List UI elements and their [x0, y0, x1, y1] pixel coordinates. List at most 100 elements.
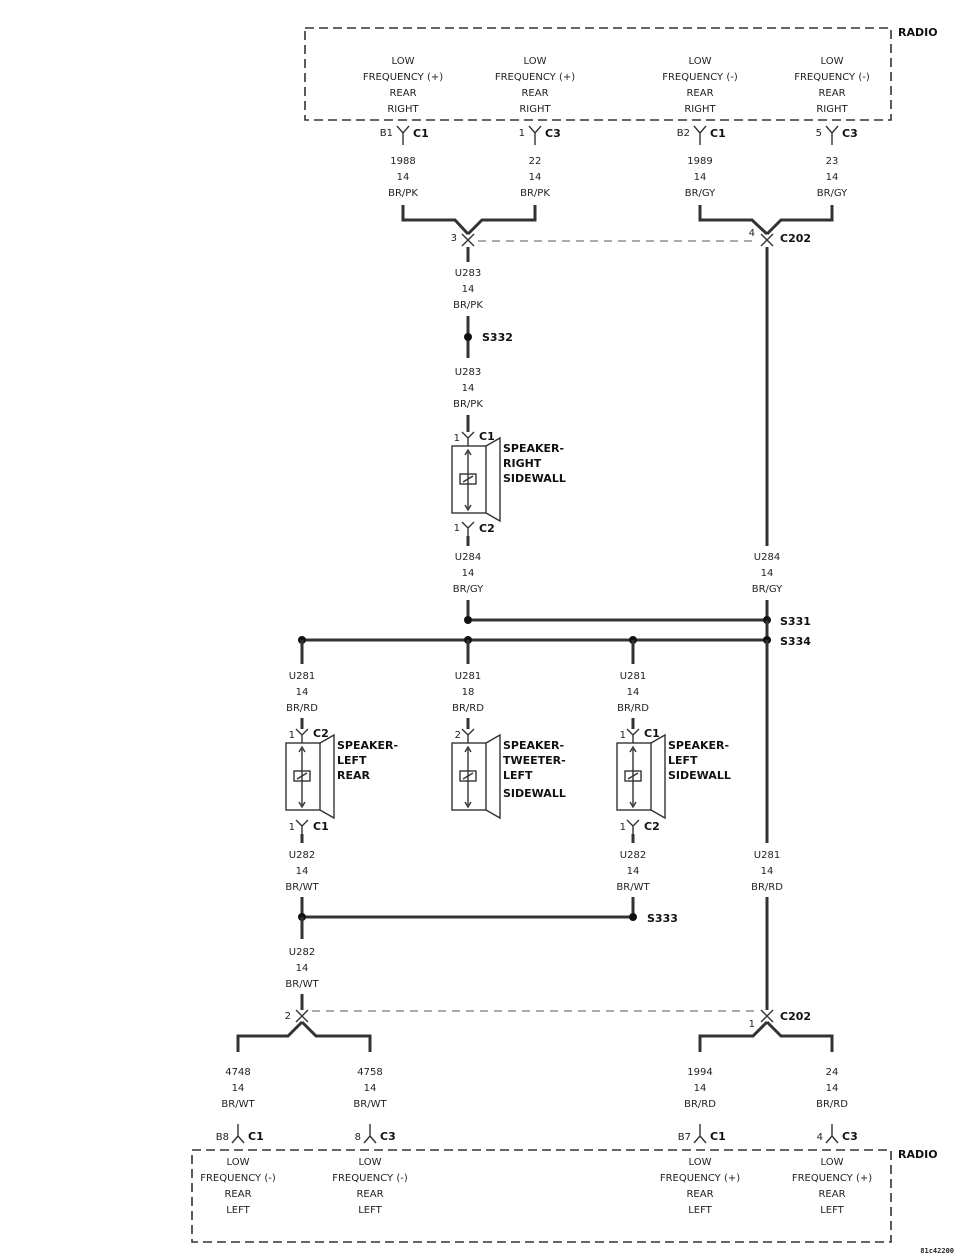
cavity-label: 1 [454, 523, 460, 534]
wire-label-bottom-4: 24 14 BR/RD [816, 1067, 848, 1110]
wire-circuit: U284 [754, 552, 780, 563]
component-label: REAR [337, 769, 370, 782]
wire-circuit: U284 [455, 552, 481, 563]
connector-label: C1 [313, 820, 329, 833]
wire-gauge: 14 [296, 687, 309, 698]
radio-bottom-pin-4: LOW FREQUENCY (+) REAR LEFT [792, 1157, 872, 1216]
wire-1988-to-c202 [401, 205, 470, 236]
wire-circuit: U281 [289, 671, 315, 682]
wire-circuit: U282 [289, 947, 315, 958]
wire-circuit: 22 [529, 156, 542, 167]
wire-c202-to-4758 [300, 1020, 372, 1052]
cavity-label: 2 [455, 730, 461, 741]
wire-label-u282-1: U282 14 BR/WT [285, 850, 319, 893]
connector-label: C1 [710, 127, 726, 140]
wire-label-u281-1: U281 14 BR/RD [286, 671, 318, 714]
pin-text: LOW [227, 1157, 250, 1168]
wire-gauge: 14 [529, 172, 542, 183]
connector-label: C1 [413, 127, 429, 140]
pin-text: RIGHT [684, 104, 716, 115]
wire-color: BR/PK [453, 399, 483, 410]
wire-label-u283-a: U283 14 BR/PK [453, 268, 483, 311]
speaker-left-sidewall: 1 C1 SPEAKER- LEFT SIDEWALL 1 C2 [616, 727, 731, 834]
speaker-tweeter-left-sidewall: 2 SPEAKER- TWEETER- LEFT SIDEWALL [451, 728, 566, 820]
wire-c202-to-1994 [698, 1020, 769, 1052]
cavity-label: 1 [519, 128, 525, 139]
connector-pin-icon [461, 521, 475, 536]
pin-text: FREQUENCY (+) [495, 72, 575, 83]
speaker-right-sidewall: 1 C1 SPEAKER- RIGHT SIDEWALL 1 C2 [451, 430, 566, 536]
component-label: LEFT [337, 754, 367, 767]
component-label: SPEAKER- [337, 739, 398, 752]
wire-label-u281-3: U281 14 BR/RD [617, 671, 649, 714]
radio-bottom-pin-2: LOW FREQUENCY (-) REAR LEFT [332, 1157, 408, 1216]
radio-bottom-label: RADIO [898, 1148, 938, 1161]
drawing-id: 81c42200 [920, 1247, 954, 1255]
pin-text: REAR [818, 88, 845, 99]
wire-color: BR/GY [685, 188, 716, 199]
connector-label: C202 [780, 232, 811, 245]
pin-text: LOW [821, 56, 844, 67]
wire-color: BR/PK [388, 188, 418, 199]
splice-label: S332 [482, 331, 513, 344]
cavity-label: 1 [289, 730, 295, 741]
pin-text: FREQUENCY (-) [332, 1173, 408, 1184]
connector-pin-icon [295, 728, 309, 743]
wire-label-top-1: 1988 14 BR/PK [388, 156, 418, 199]
wire-color: BR/RD [617, 703, 649, 714]
cavity-label: 4 [817, 1132, 823, 1143]
pin-text: REAR [686, 1189, 713, 1200]
wire-circuit: 1989 [687, 156, 712, 167]
wire-circuit: 4748 [225, 1067, 250, 1078]
wire-circuit: U281 [754, 850, 780, 861]
connector-label: C202 [780, 1010, 811, 1023]
splice-dot [629, 913, 637, 921]
pin-text: REAR [818, 1189, 845, 1200]
component-label: LEFT [503, 769, 533, 782]
wire-circuit: U283 [455, 367, 481, 378]
wire-label-u281-right: U281 14 BR/RD [751, 850, 783, 893]
wire-gauge: 14 [462, 383, 475, 394]
cavity-label: 1 [289, 822, 295, 833]
wire-color: BR/GY [817, 188, 848, 199]
wire-color: BR/WT [353, 1099, 387, 1110]
wire-circuit: 24 [826, 1067, 839, 1078]
wire-color: BR/RD [816, 1099, 848, 1110]
wire-color: BR/RD [751, 882, 783, 893]
wire-label-top-4: 23 14 BR/GY [817, 156, 848, 199]
pin-text: LOW [821, 1157, 844, 1168]
pin-text: FREQUENCY (+) [792, 1173, 872, 1184]
connector-label: C2 [313, 727, 329, 740]
pin-text: FREQUENCY (+) [660, 1173, 740, 1184]
wire-label-bottom-2: 4758 14 BR/WT [353, 1067, 387, 1110]
speaker-left-rear: 1 C2 SPEAKER- LEFT REAR 1 C1 [285, 727, 398, 834]
wire-label-top-2: 22 14 BR/PK [520, 156, 550, 199]
radio-bottom-pin-3: LOW FREQUENCY (+) REAR LEFT [660, 1157, 740, 1216]
cavity-label: 1 [620, 730, 626, 741]
wire-gauge: 14 [826, 1083, 839, 1094]
splice-label: S334 [780, 635, 811, 648]
wire-circuit: 4758 [357, 1067, 382, 1078]
wire-c202-to-4748 [236, 1020, 304, 1052]
component-label: SIDEWALL [668, 769, 731, 782]
wire-gauge: 14 [296, 866, 309, 877]
cavity-label: 2 [285, 1011, 291, 1022]
wire-color: BR/WT [285, 979, 319, 990]
pin-text: RIGHT [519, 104, 551, 115]
connector-pin-icon [626, 728, 640, 743]
cavity-label: B8 [216, 1132, 229, 1143]
c202-top-connector: 3 4 C202 [451, 228, 811, 247]
pin-text: LOW [524, 56, 547, 67]
cavity-label: B7 [678, 1132, 691, 1143]
connector-pin-icon [461, 728, 475, 743]
pin-text: LEFT [226, 1205, 250, 1216]
radio-top-pin-4: LOW FREQUENCY (-) REAR RIGHT [794, 56, 870, 115]
connector-label: C1 [644, 727, 660, 740]
cavity-label: B1 [380, 128, 393, 139]
wire-label-top-3: 1989 14 BR/GY [685, 156, 716, 199]
radio-top-pin-1: LOW FREQUENCY (+) REAR RIGHT [363, 56, 443, 115]
wire-color: BR/WT [616, 882, 650, 893]
component-label: SPEAKER- [503, 442, 564, 455]
wire-gauge: 14 [364, 1083, 377, 1094]
pin-text: FREQUENCY (-) [794, 72, 870, 83]
